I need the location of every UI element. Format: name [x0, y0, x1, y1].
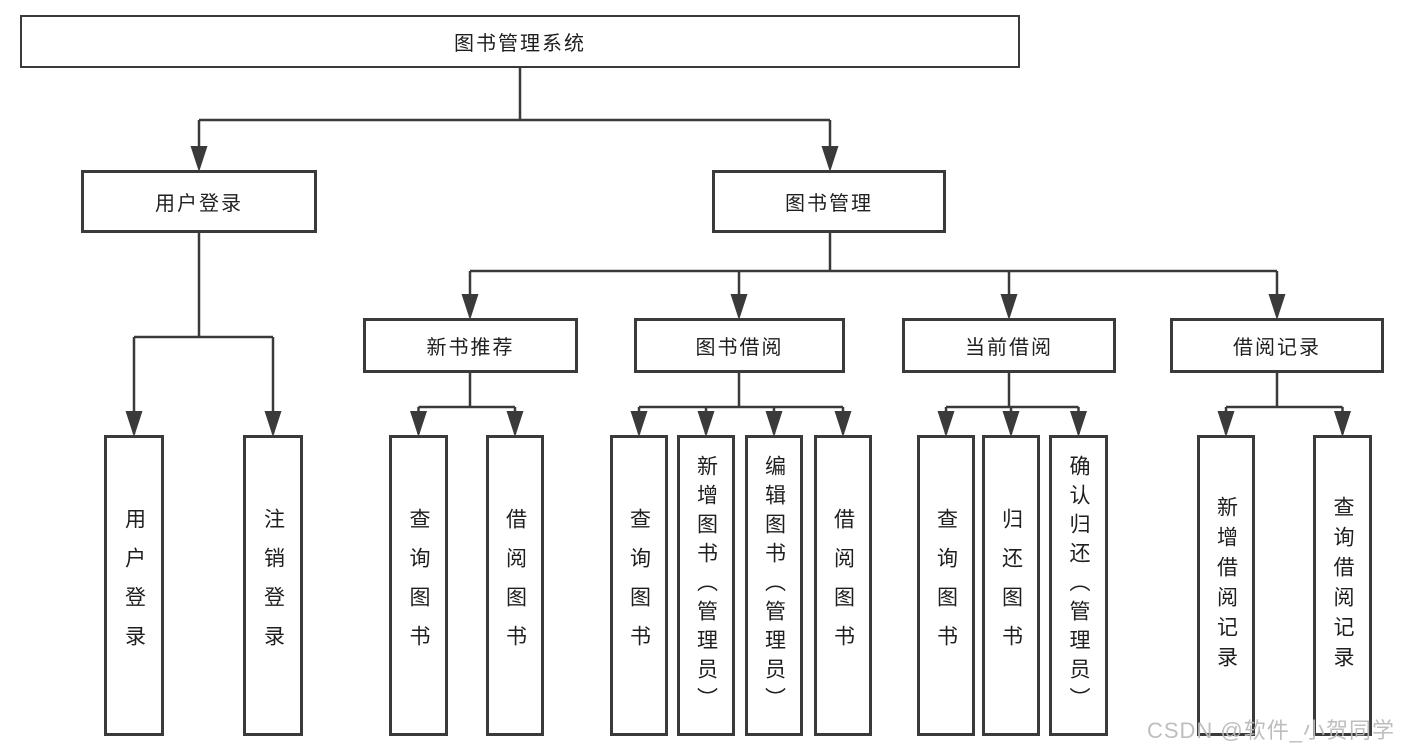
connector-paths — [132, 67, 1344, 434]
arrowhead — [190, 146, 208, 172]
node-book-borrowing-label: 图书借阅 — [695, 337, 784, 359]
leaf-nb-borrow-books: 借阅图书 — [486, 435, 544, 736]
leaf-logout: 注销登录 — [243, 435, 303, 736]
arrowhead — [765, 411, 783, 437]
node-borrowing-records-label: 借阅记录 — [1233, 337, 1321, 359]
arrowhead — [730, 294, 748, 320]
arrowhead — [697, 411, 715, 437]
node-book-management: 图书管理 — [712, 170, 946, 233]
arrowhead — [1217, 411, 1235, 437]
leaf-bb-query-books-label: 查询图书 — [627, 507, 651, 664]
arrowhead — [125, 411, 143, 437]
arrowhead — [1268, 294, 1286, 320]
arrowhead — [1334, 411, 1351, 437]
leaf-br-add-record-label: 新增借阅记录 — [1214, 495, 1238, 676]
leaf-br-add-record: 新增借阅记录 — [1197, 435, 1255, 736]
node-current-borrowing-label: 当前借阅 — [965, 337, 1053, 359]
node-library-management-system: 图书管理系统 — [20, 15, 1020, 68]
node-book-management-label: 图书管理 — [785, 193, 873, 215]
node-user-login: 用户登录 — [81, 170, 317, 233]
arrowhead — [461, 294, 479, 320]
arrowheads — [125, 146, 1351, 437]
node-current-borrowing: 当前借阅 — [902, 318, 1116, 373]
node-user-login-label: 用户登录 — [155, 193, 243, 215]
leaf-user-login-label: 用户登录 — [122, 507, 146, 664]
leaf-nb-query-books: 查询图书 — [389, 435, 448, 736]
leaf-bb-edit-books-admin-label: 编辑图书（管理员） — [762, 455, 786, 716]
leaf-cb-confirm-return-admin-label: 确认归还（管理员） — [1067, 455, 1090, 716]
leaf-bb-borrow-books: 借阅图书 — [814, 435, 872, 736]
arrowhead — [264, 411, 282, 437]
leaf-bb-query-books: 查询图书 — [610, 435, 668, 736]
arrowhead — [1070, 411, 1087, 437]
leaf-cb-query-books-label: 查询图书 — [934, 507, 958, 664]
node-book-borrowing: 图书借阅 — [634, 318, 845, 373]
node-new-book-recommendation: 新书推荐 — [363, 318, 578, 373]
node-new-book-recommendation-label: 新书推荐 — [426, 337, 515, 359]
leaf-logout-label: 注销登录 — [261, 507, 285, 664]
leaf-bb-edit-books-admin: 编辑图书（管理员） — [745, 435, 803, 736]
leaf-user-login: 用户登录 — [104, 435, 164, 736]
node-library-management-system-label: 图书管理系统 — [454, 33, 586, 55]
arrowhead — [506, 411, 524, 437]
csdn-watermark: CSDN @软件_小贺同学 — [1146, 718, 1395, 743]
arrowhead — [1000, 294, 1018, 320]
arrowhead — [410, 411, 427, 437]
leaf-cb-return-books: 归还图书 — [982, 435, 1040, 736]
arrowhead — [630, 411, 648, 437]
leaf-cb-confirm-return-admin: 确认归还（管理员） — [1049, 435, 1108, 736]
arrowhead — [834, 411, 852, 437]
node-borrowing-records: 借阅记录 — [1170, 318, 1384, 373]
arrowhead — [1002, 411, 1020, 437]
leaf-bb-add-books-admin: 新增图书（管理员） — [677, 435, 735, 736]
leaf-br-query-record: 查询借阅记录 — [1313, 435, 1372, 736]
leaf-cb-return-books-label: 归还图书 — [999, 507, 1023, 664]
leaf-cb-query-books: 查询图书 — [917, 435, 975, 736]
arrowhead — [937, 411, 955, 437]
arrowhead — [821, 146, 839, 172]
leaf-br-query-record-label: 查询借阅记录 — [1331, 495, 1354, 676]
leaf-bb-borrow-books-label: 借阅图书 — [831, 507, 855, 664]
leaf-bb-add-books-admin-label: 新增图书（管理员） — [694, 455, 718, 716]
leaf-nb-borrow-books-label: 借阅图书 — [503, 507, 527, 664]
leaf-nb-query-books-label: 查询图书 — [407, 507, 430, 664]
